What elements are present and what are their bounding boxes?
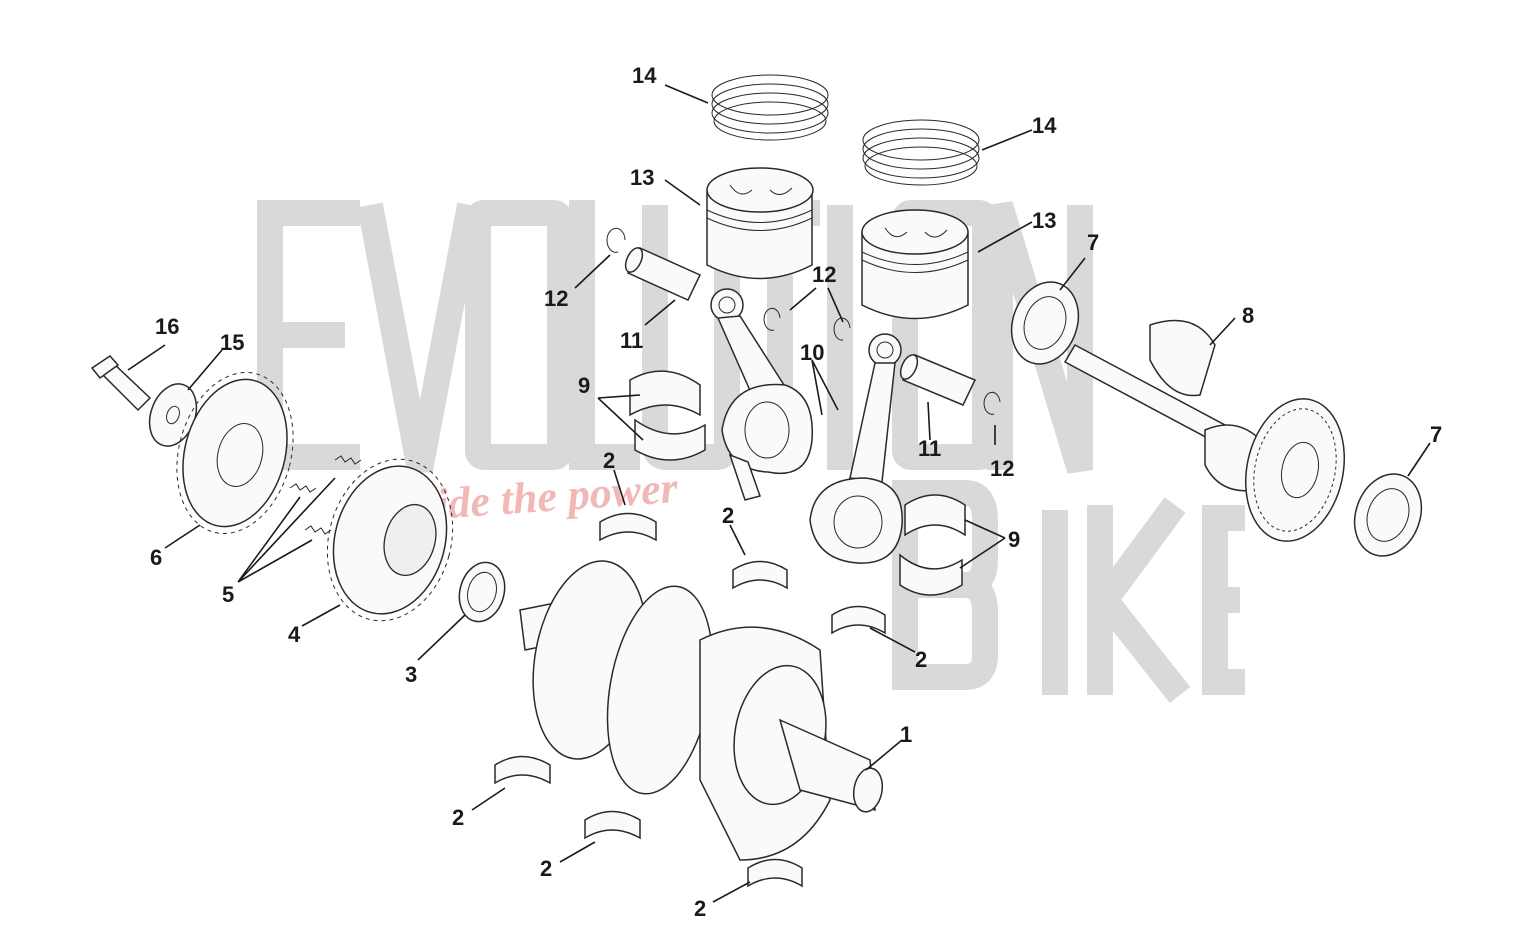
ball-bearing-upper [1010, 281, 1080, 365]
callout-2: 2 [540, 856, 552, 881]
piston-pin-right [899, 354, 977, 406]
piston-left [706, 167, 814, 280]
callout-5: 5 [222, 582, 234, 607]
callout-11: 11 [918, 436, 941, 461]
balance-shaft-gear [1244, 398, 1346, 542]
callout-13: 13 [630, 165, 654, 190]
piston-pin-left [624, 247, 702, 301]
callout-2: 2 [722, 503, 734, 528]
bolt [90, 355, 152, 412]
callout-16: 16 [155, 314, 179, 339]
callout-15: 15 [220, 330, 244, 355]
callout-14: 14 [1032, 113, 1057, 138]
sprocket-gear [176, 371, 294, 535]
callout-2: 2 [603, 448, 615, 473]
callout-2: 2 [915, 647, 927, 672]
callout-4: 4 [288, 622, 301, 647]
primary-gear [326, 458, 454, 622]
needle-bearing [458, 561, 506, 623]
callout-13: 13 [1032, 208, 1056, 233]
bigend-bearing-shells-right [899, 494, 966, 596]
piston-rings-left [711, 74, 829, 141]
callout-labels: 1 2 2 2 2 2 2 3 4 5 6 7 7 8 9 9 10 11 11… [150, 63, 1442, 921]
parts [90, 74, 1423, 888]
callout-7: 7 [1430, 422, 1442, 447]
callout-11: 11 [620, 328, 643, 353]
bigend-bearing-shells-left [629, 370, 706, 461]
callout-8: 8 [1242, 303, 1254, 328]
crankshaft [519, 560, 884, 861]
callout-9: 9 [578, 373, 590, 398]
callout-10: 10 [800, 340, 824, 365]
callout-2: 2 [452, 805, 464, 830]
springs [289, 455, 362, 535]
piston-rings-right [862, 119, 980, 186]
callout-7: 7 [1087, 230, 1099, 255]
callout-3: 3 [405, 662, 417, 687]
balance-shaft [1063, 319, 1346, 542]
callout-14: 14 [632, 63, 657, 88]
connecting-rod-left [710, 288, 814, 501]
ball-bearing-lower [1353, 473, 1423, 557]
callout-12: 12 [544, 286, 568, 311]
circlips [606, 227, 1001, 415]
leader-lines [127, 84, 1431, 903]
callout-6: 6 [150, 545, 162, 570]
callout-9: 9 [1008, 527, 1020, 552]
callout-12: 12 [990, 456, 1014, 481]
callout-1: 1 [900, 722, 912, 747]
callout-2: 2 [694, 896, 706, 921]
callout-12: 12 [812, 262, 836, 287]
main-bearing-shells [494, 512, 886, 888]
piston-right [861, 209, 969, 320]
connecting-rod-right [809, 333, 903, 564]
